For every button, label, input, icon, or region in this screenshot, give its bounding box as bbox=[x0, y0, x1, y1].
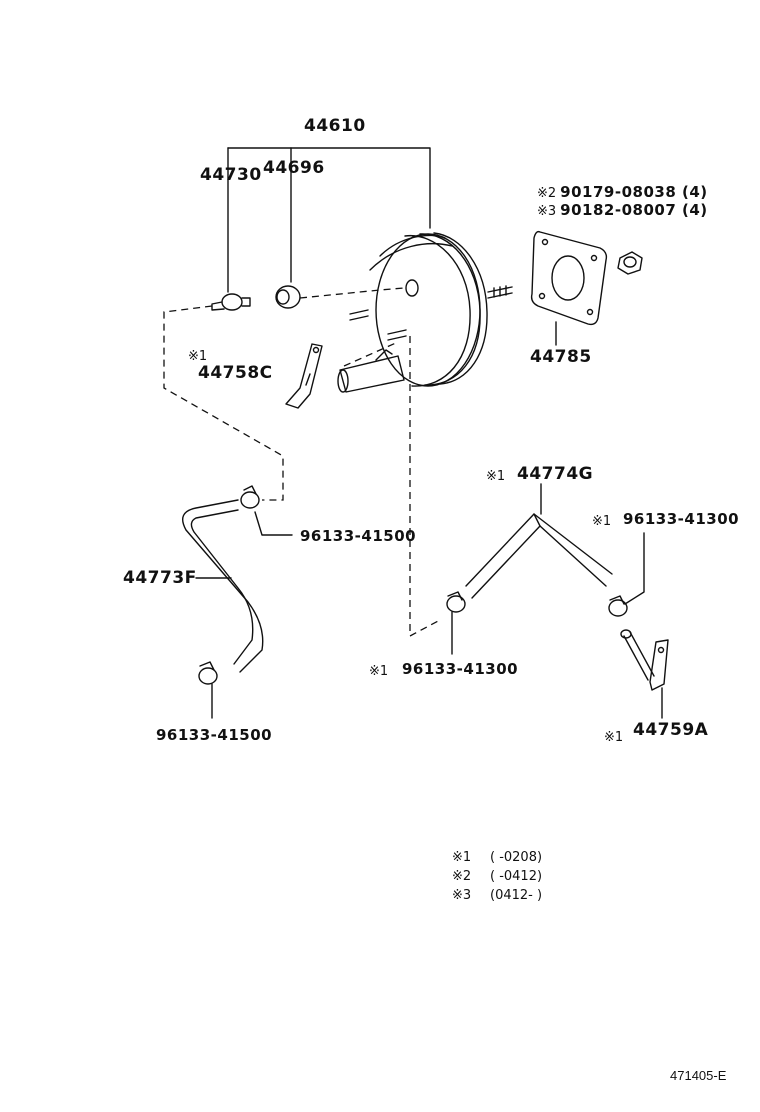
mark-clip-center: ※1 bbox=[369, 664, 389, 679]
label-44730: 44730 bbox=[200, 165, 262, 185]
legend-mark: ※2 bbox=[452, 869, 472, 884]
label-44785: 44785 bbox=[530, 347, 592, 367]
nut bbox=[617, 251, 643, 275]
clip-lower bbox=[198, 661, 218, 685]
clip-center bbox=[446, 591, 466, 613]
legend-row: ※2 ( -0412) bbox=[452, 869, 608, 888]
mark-44758c: ※1 bbox=[188, 349, 208, 364]
label-44696: 44696 bbox=[263, 158, 325, 178]
mark-44774g: ※1 bbox=[486, 469, 506, 484]
dashed-lines bbox=[163, 287, 441, 638]
label-clip-right: 96133-41300 bbox=[623, 510, 740, 528]
mark-bolt1: ※2 bbox=[537, 186, 557, 201]
legend-range: (0412- ) bbox=[490, 888, 543, 903]
leader-lines bbox=[195, 321, 663, 719]
label-44773f: 44773F bbox=[123, 568, 197, 588]
legend-mark: ※3 bbox=[452, 888, 472, 903]
grommet bbox=[275, 285, 301, 309]
mark-clip-right: ※1 bbox=[592, 514, 612, 529]
legend-range: ( -0208) bbox=[490, 850, 543, 865]
label-44758c: 44758C bbox=[198, 363, 273, 383]
hose-44773f bbox=[182, 499, 264, 673]
leader-44610 bbox=[227, 147, 431, 293]
mark-44759a: ※1 bbox=[604, 730, 624, 745]
check-valve bbox=[211, 293, 251, 311]
hose-44774g bbox=[465, 513, 613, 599]
legend-row: ※1 ( -0208) bbox=[452, 850, 608, 869]
label-clip-upper: 96133-41500 bbox=[300, 527, 417, 545]
label-clip-center: 96133-41300 bbox=[402, 660, 519, 678]
label-44774g: 44774G bbox=[517, 464, 594, 484]
clip-upper bbox=[240, 485, 260, 509]
gasket bbox=[530, 230, 608, 326]
brake-booster bbox=[337, 232, 513, 393]
mark-bolt2: ※3 bbox=[537, 204, 557, 219]
diagram-reference: 471405-E bbox=[670, 1068, 727, 1083]
legend: ※1 ( -0208) ※2 ( -0412) ※3 (0412- ) bbox=[452, 850, 608, 907]
bracket-44758c bbox=[285, 343, 323, 409]
pipe-bracket-44759a bbox=[620, 629, 669, 691]
legend-range: ( -0412) bbox=[490, 869, 543, 884]
clip-right bbox=[608, 595, 628, 617]
legend-row: ※3 (0412- ) bbox=[452, 888, 608, 907]
legend-mark: ※1 bbox=[452, 850, 472, 865]
label-clip-lower: 96133-41500 bbox=[156, 726, 273, 744]
label-44759a: 44759A bbox=[633, 720, 709, 740]
label-44610: 44610 bbox=[304, 116, 366, 136]
